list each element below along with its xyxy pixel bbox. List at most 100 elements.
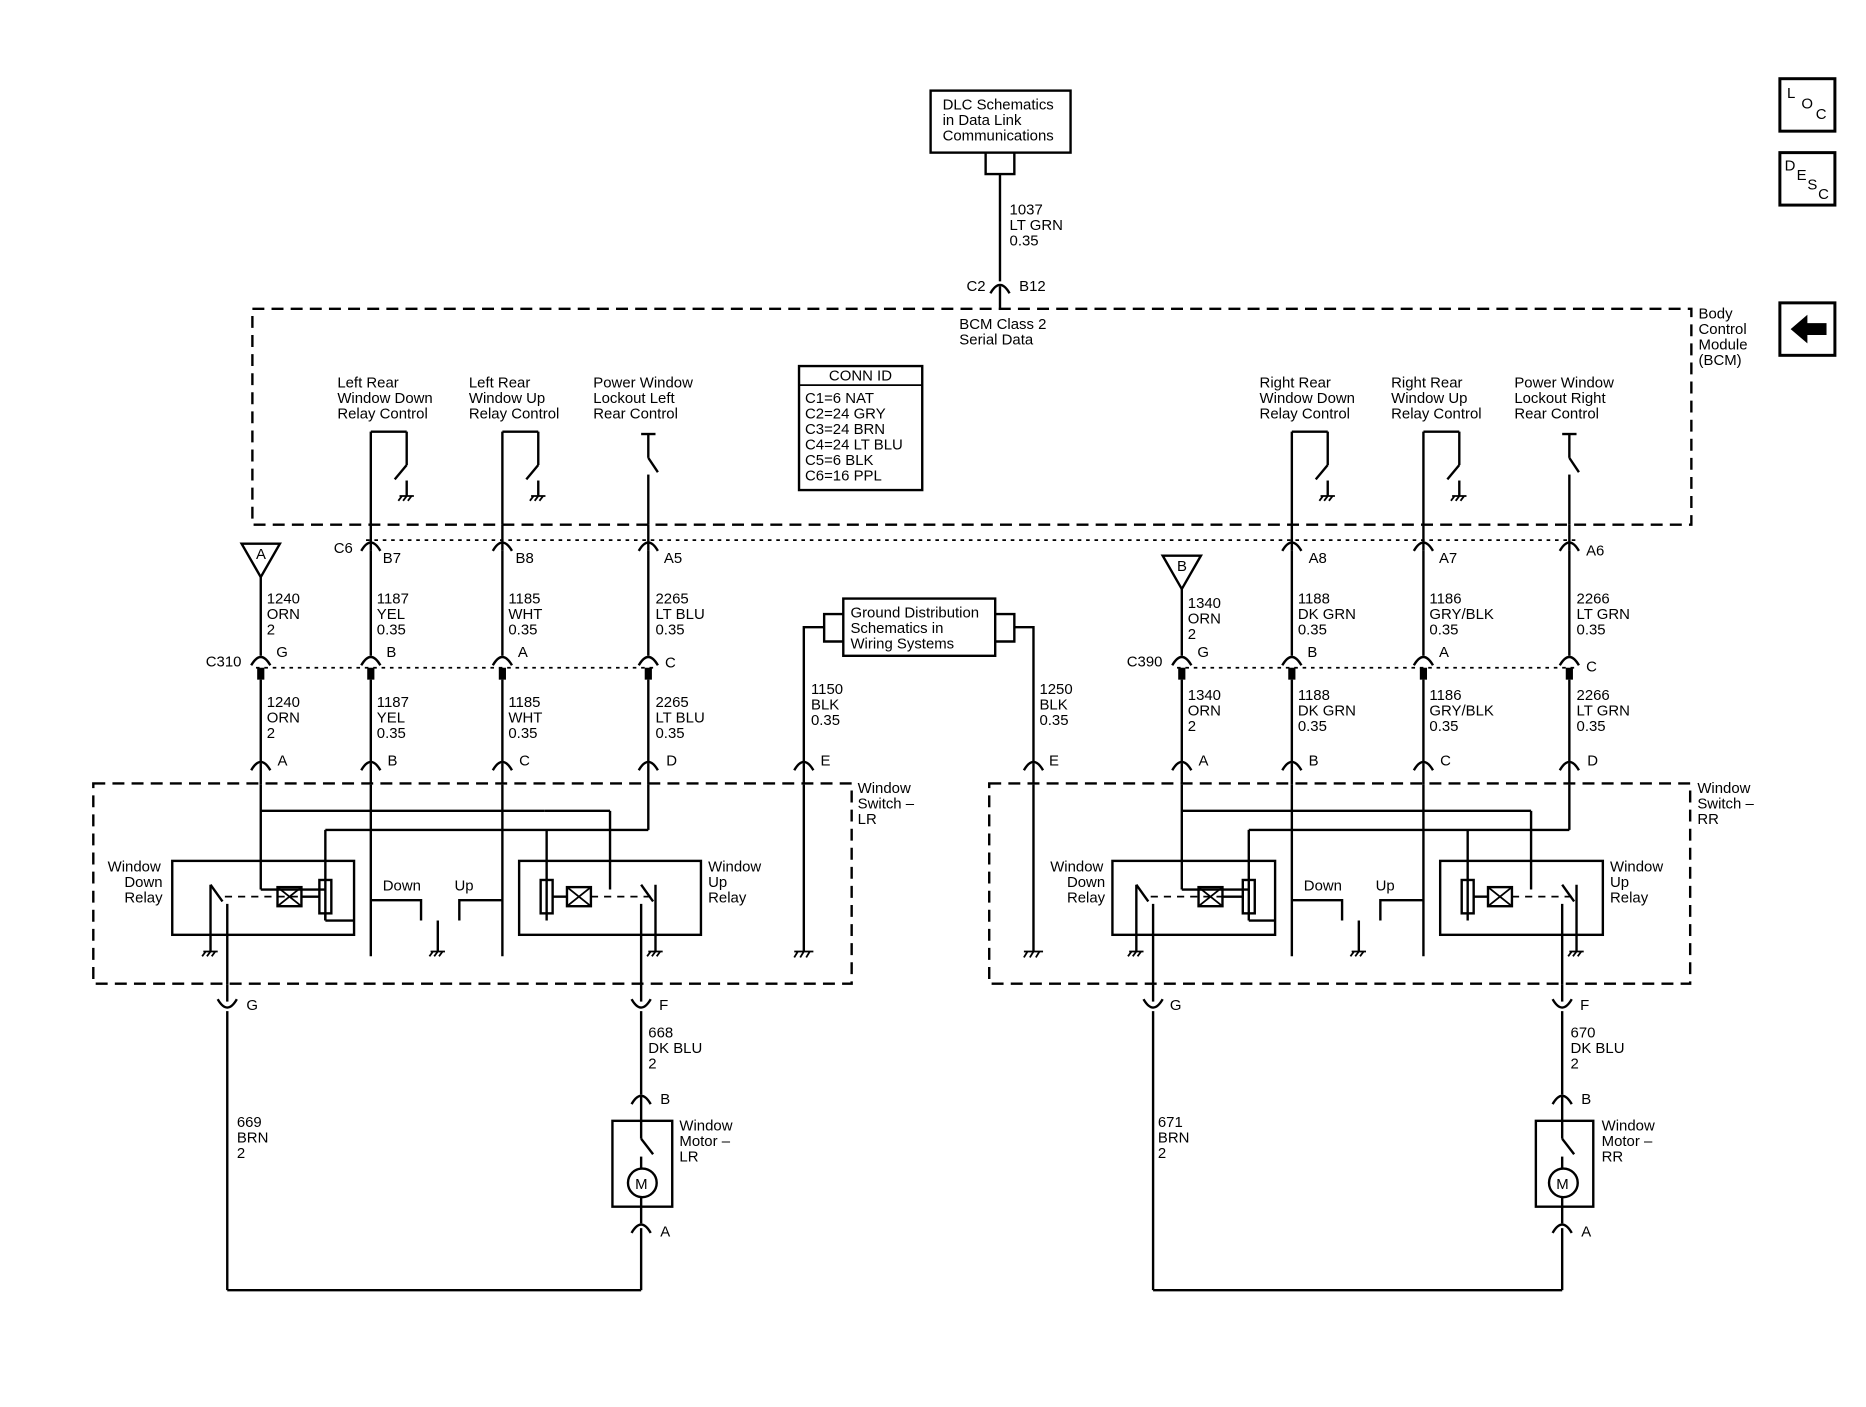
svg-text:0.35: 0.35 [1298, 718, 1327, 735]
svg-text:Window: Window [1050, 859, 1103, 876]
svg-text:2265: 2265 [655, 694, 688, 711]
svg-text:LR: LR [858, 811, 877, 828]
svg-text:Right Rear: Right Rear [1391, 375, 1462, 392]
svg-text:DK BLU: DK BLU [648, 1040, 702, 1057]
desc-button[interactable]: D E S C [1778, 151, 1837, 207]
svg-text:1340: 1340 [1188, 687, 1221, 704]
svg-text:0.35: 0.35 [1429, 718, 1458, 735]
svg-text:Window: Window [1697, 780, 1750, 797]
svg-text:C: C [1818, 186, 1829, 203]
bcm-function-lockout-left: Power Window Lockout Left Rear Control [593, 375, 693, 423]
svg-text:B8: B8 [516, 550, 534, 567]
svg-text:A: A [1439, 644, 1449, 661]
bcm-pin-a7: A7 [1412, 524, 1457, 567]
ground-left-wire-label: 1150 [811, 681, 843, 698]
c310-label: C310 [206, 654, 242, 671]
svg-text:1240: 1240 [267, 590, 300, 607]
svg-text:LT GRN: LT GRN [1577, 606, 1630, 623]
bcm-pin-b7: B7 [360, 524, 401, 567]
svg-text:1187: 1187 [377, 694, 409, 711]
svg-text:Relay: Relay [124, 890, 163, 907]
svg-text:A: A [518, 644, 528, 661]
svg-text:Window: Window [708, 859, 761, 876]
svg-text:Up: Up [708, 874, 727, 891]
svg-text:2266: 2266 [1577, 590, 1610, 607]
svg-text:1186: 1186 [1429, 687, 1461, 704]
svg-text:Motor –: Motor – [679, 1133, 730, 1150]
svg-text:0.35: 0.35 [811, 712, 840, 729]
svg-text:C: C [1816, 106, 1827, 123]
rr-return-wire-label: 671 [1158, 1114, 1183, 1131]
dlc-pin-label: B12 [1019, 278, 1046, 295]
svg-text:0.35: 0.35 [508, 621, 537, 638]
svg-text:0.35: 0.35 [377, 621, 406, 638]
left-up-label: Up [455, 878, 474, 895]
svg-text:in Data Link: in Data Link [943, 112, 1022, 129]
svg-text:Up: Up [1610, 874, 1629, 891]
svg-text:ORN: ORN [267, 710, 300, 727]
rr-motor-wire-label: 670 [1571, 1024, 1596, 1041]
svg-text:1340: 1340 [1188, 595, 1221, 612]
svg-text:2266: 2266 [1577, 687, 1610, 704]
window-up-relay-rr: Window Up Relay [1438, 859, 1663, 985]
ref-triangle-a[interactable]: A [239, 542, 282, 580]
window-switch-lr-pin-g: G [216, 984, 258, 1014]
svg-text:A6: A6 [1586, 543, 1604, 560]
svg-text:Switch –: Switch – [1697, 795, 1754, 812]
c310-pins: G B A C [250, 644, 676, 680]
svg-text:B: B [1177, 558, 1187, 575]
svg-text:A: A [278, 753, 288, 770]
svg-text:M: M [1556, 1176, 1568, 1193]
bcm-switch-rr-up [1422, 430, 1467, 525]
svg-text:1186: 1186 [1429, 590, 1461, 607]
svg-text:Relay Control: Relay Control [469, 406, 559, 423]
c390-label: C390 [1127, 654, 1163, 671]
svg-text:Window Up: Window Up [469, 390, 545, 407]
svg-text:GRY/BLK: GRY/BLK [1429, 606, 1494, 623]
right-down-label: Down [1304, 878, 1342, 895]
window-switch-lr-pins: A B C D E [250, 753, 831, 785]
dlc-wire-label: 1037 [1010, 202, 1043, 219]
svg-text:C6=16 PPL: C6=16 PPL [805, 468, 882, 485]
svg-text:Window: Window [108, 859, 161, 876]
svg-text:C: C [665, 655, 676, 672]
svg-text:Window: Window [858, 780, 911, 797]
svg-text:Relay: Relay [1067, 890, 1106, 907]
svg-text:Window Up: Window Up [1391, 390, 1467, 407]
svg-text:D: D [666, 753, 677, 770]
svg-text:Relay Control: Relay Control [1260, 406, 1350, 423]
bcm-pin-a6: A6 [1558, 524, 1604, 560]
bcm-function-rr-up: Right Rear Window Up Relay Control [1391, 375, 1481, 423]
svg-text:LR: LR [679, 1148, 698, 1165]
svg-text:Right Rear: Right Rear [1260, 375, 1331, 392]
svg-text:CONN ID: CONN ID [829, 367, 892, 384]
svg-text:0.35: 0.35 [1010, 233, 1039, 250]
window-motor-lr: B M Window Motor – LR A [611, 1091, 733, 1240]
back-button[interactable] [1778, 301, 1837, 357]
ref-triangle-b[interactable]: B [1160, 554, 1203, 592]
svg-text:0.35: 0.35 [1577, 621, 1606, 638]
dlc-reference-box[interactable]: DLC Schematics in Data Link Communicatio… [929, 89, 1072, 154]
bcm-function-rr-down: Right Rear Window Down Relay Control [1260, 375, 1355, 423]
svg-text:Schematics in: Schematics in [850, 620, 943, 637]
svg-text:L: L [1787, 85, 1795, 102]
svg-text:1188: 1188 [1298, 687, 1330, 704]
svg-text:G: G [246, 997, 258, 1014]
svg-text:0.35: 0.35 [1298, 621, 1327, 638]
ground-distribution-box[interactable]: Ground Distribution Schematics in Wiring… [842, 597, 997, 657]
svg-text:Control: Control [1699, 321, 1747, 338]
bcm-c6-label: C6 [334, 540, 353, 557]
svg-text:Switch –: Switch – [858, 795, 915, 812]
svg-text:C4=24 LT BLU: C4=24 LT BLU [805, 437, 903, 454]
bcm-switch-lr-up [501, 430, 546, 525]
svg-text:Relay Control: Relay Control [1391, 406, 1481, 423]
svg-text:Relay Control: Relay Control [337, 406, 427, 423]
svg-text:DK GRN: DK GRN [1298, 606, 1356, 623]
svg-text:1187: 1187 [377, 590, 409, 607]
loc-button[interactable]: L O C [1778, 77, 1837, 133]
